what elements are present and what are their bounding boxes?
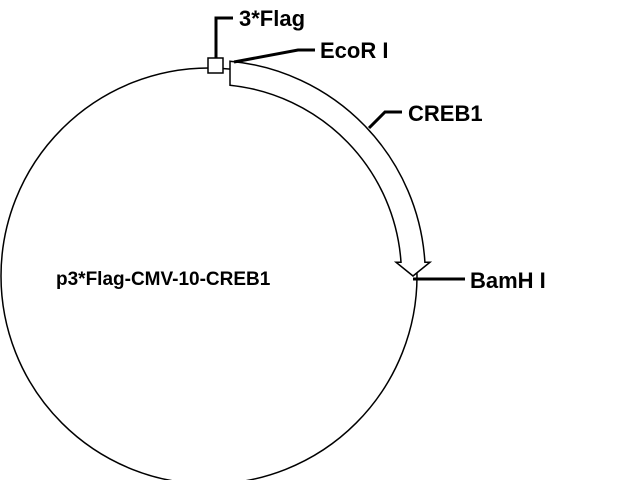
creb1-leader-line <box>367 110 402 130</box>
bamhi-site-label: BamH I <box>470 268 546 293</box>
flag-tag-box <box>207 57 224 74</box>
creb1-insert-arrow <box>229 60 433 277</box>
plasmid-name-label: p3*Flag-CMV-10-CREB1 <box>56 269 271 290</box>
flag-leader-line <box>214 16 233 58</box>
creb1-insert-label: CREB1 <box>408 101 483 126</box>
ecori-site-label: EcoR I <box>320 38 388 63</box>
ecori-leader-line <box>233 48 315 64</box>
flag-tag-label: 3*Flag <box>239 6 305 31</box>
